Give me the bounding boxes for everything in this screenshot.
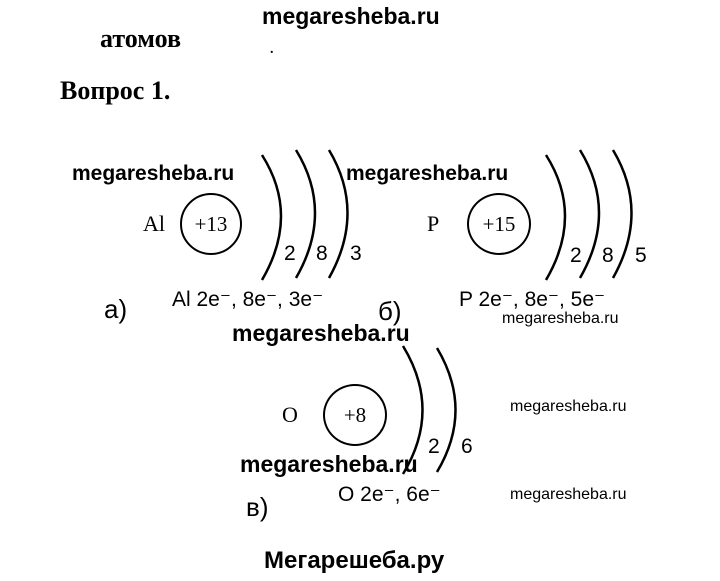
watermark-center-o: megaresheba.ru — [240, 451, 418, 477]
watermark-small-right-1: megaresheba.ru — [502, 310, 619, 327]
p-nucleus: +15 — [467, 193, 531, 255]
p-shell-2 — [578, 149, 601, 279]
p-shell-3 — [611, 149, 633, 279]
al-shell-2 — [294, 149, 317, 279]
o-charge: +8 — [343, 402, 367, 427]
question-heading: Вопрос 1. — [60, 76, 171, 105]
o-config: O 2e⁻, 6e⁻ — [338, 483, 441, 506]
label-v: в) — [246, 492, 269, 522]
watermark-footer: Мегарешеба.ру — [264, 547, 445, 574]
al-charge: +13 — [194, 211, 228, 236]
watermark-small-right-3: megaresheba.ru — [510, 486, 627, 503]
p-charge: +15 — [482, 211, 516, 236]
o-shell-2 — [435, 347, 457, 473]
o-symbol: O — [282, 402, 298, 427]
al-nucleus: +13 — [180, 193, 242, 255]
p-shell-1 — [544, 154, 567, 281]
o-shells — [401, 345, 457, 475]
o-shell-1 — [401, 345, 424, 475]
p-shells — [544, 149, 633, 281]
o-nucleus: +8 — [323, 384, 387, 446]
watermark-lower-left: megaresheba.ru — [232, 320, 410, 346]
o-shell-count-2: 6 — [461, 435, 473, 458]
p-config: P 2e⁻, 8e⁻, 5e⁻ — [459, 288, 606, 311]
title-fragment: атомов — [100, 24, 182, 53]
al-config: Al 2e⁻, 8e⁻, 3e⁻ — [172, 288, 324, 311]
label-a: а) — [104, 294, 128, 324]
label-b: б) — [378, 296, 402, 326]
al-shell-1 — [260, 154, 283, 281]
watermark-mid-left: megaresheba.ru — [72, 162, 235, 185]
al-shells — [260, 149, 349, 281]
o-shell-count-1: 2 — [428, 435, 440, 458]
al-shell-count-2: 8 — [316, 242, 328, 265]
watermark-top: megaresheba.ru — [262, 3, 440, 29]
watermark-small-right-2: megaresheba.ru — [510, 398, 627, 415]
al-shell-count-1: 2 — [284, 242, 296, 265]
dot-mark: . — [270, 42, 274, 57]
p-symbol: P — [427, 211, 440, 236]
al-shell-count-3: 3 — [350, 242, 362, 265]
p-shell-count-2: 8 — [602, 244, 614, 267]
al-shell-3 — [327, 149, 349, 279]
p-shell-count-1: 2 — [570, 244, 582, 267]
watermark-mid-center: megaresheba.ru — [346, 162, 509, 185]
p-shell-count-3: 5 — [635, 244, 647, 267]
al-symbol: Al — [143, 211, 165, 236]
